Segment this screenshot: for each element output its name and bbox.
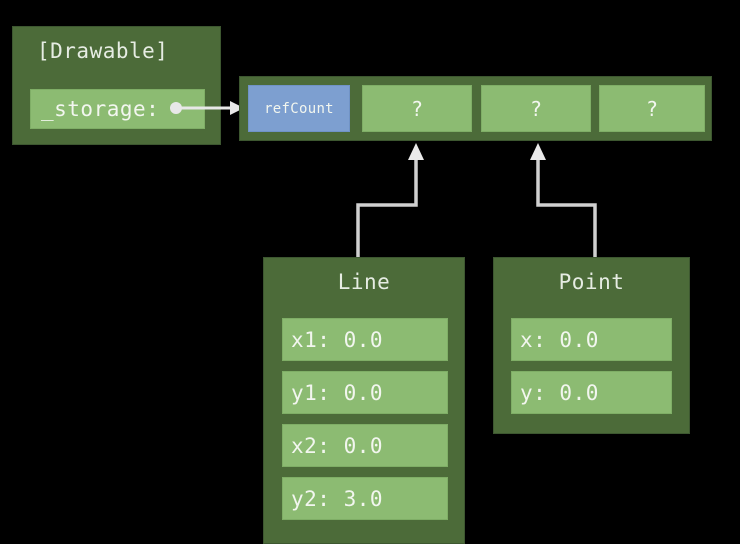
connector-line-to-array xyxy=(356,143,424,257)
line-field-y2: y2: 3.0 xyxy=(282,477,448,520)
line-field-y1: y1: 0.0 xyxy=(282,371,448,414)
array-cell-refcount: refCount xyxy=(248,85,350,132)
point-title: Point xyxy=(558,270,625,294)
connector-point-to-array xyxy=(530,143,597,257)
line-field-x2: x2: 0.0 xyxy=(282,424,448,467)
point-object-box: Point x: 0.0 y: 0.0 xyxy=(493,257,690,434)
array-cell-2: ? xyxy=(481,85,591,132)
line-object-box: Line x1: 0.0 y1: 0.0 x2: 0.0 y2: 3.0 xyxy=(263,257,465,544)
drawable-title: [Drawable] xyxy=(37,39,169,63)
point-field-x: x: 0.0 xyxy=(511,318,672,361)
point-field-y: y: 0.0 xyxy=(511,371,672,414)
storage-pointer-arrow-icon xyxy=(170,101,244,115)
drawable-object-box: [Drawable] _storage: xyxy=(12,26,221,145)
line-title: Line xyxy=(337,270,391,294)
storage-array-box: refCount ? ? ? xyxy=(239,76,712,141)
line-field-x1: x1: 0.0 xyxy=(282,318,448,361)
array-cell-1: ? xyxy=(362,85,472,132)
array-cell-3: ? xyxy=(599,85,705,132)
